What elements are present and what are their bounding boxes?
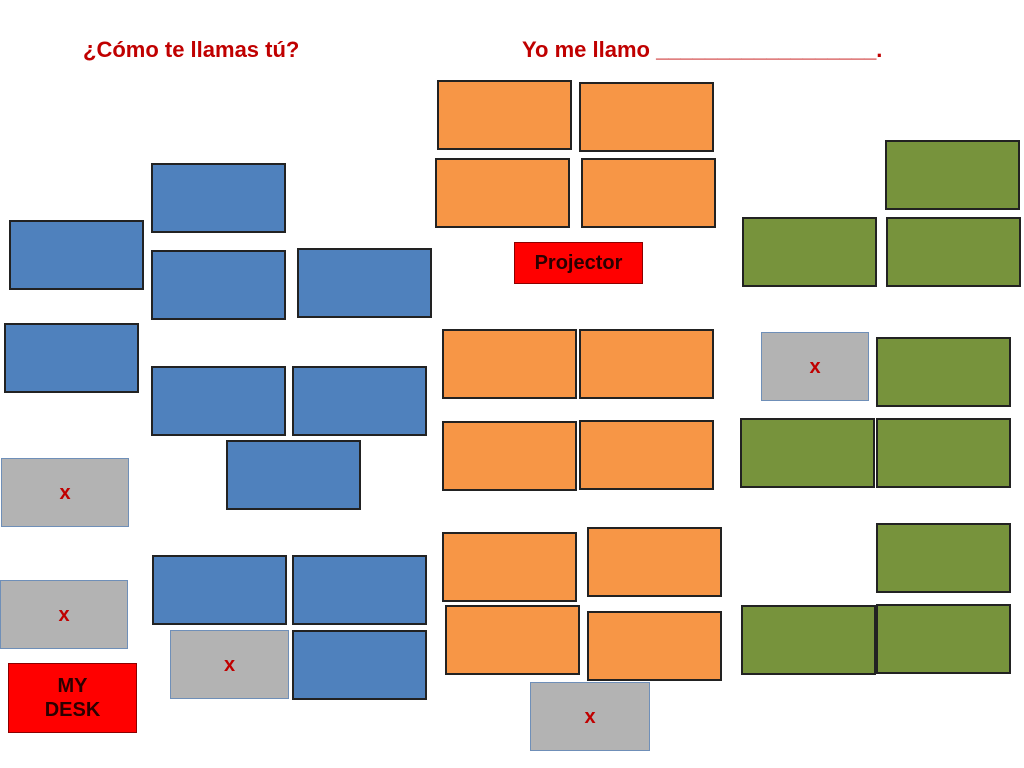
blue-desk (151, 366, 286, 436)
orange-desk (587, 611, 722, 681)
orange-desk (579, 329, 714, 399)
blue-desk (151, 163, 286, 233)
empty-seat-mark: x (584, 705, 596, 728)
empty-seat: x (761, 332, 869, 401)
orange-desk (579, 82, 714, 152)
green-desk (742, 217, 877, 287)
empty-seat: x (1, 458, 129, 527)
blue-desk (292, 630, 427, 700)
green-desk (741, 605, 876, 675)
blue-desk (4, 323, 139, 393)
orange-desk (442, 329, 577, 399)
my-desk-label: MY DESK (8, 663, 137, 733)
blue-desk (292, 366, 427, 436)
empty-seat-mark: x (223, 653, 236, 676)
green-desk (876, 523, 1011, 593)
orange-desk (437, 80, 572, 150)
blue-desk (297, 248, 432, 318)
green-desk (885, 140, 1020, 210)
green-desk (740, 418, 875, 488)
blue-desk (9, 220, 144, 290)
blue-desk (292, 555, 427, 625)
blue-desk (151, 250, 286, 320)
answer-heading: Yo me llamo __________________. (522, 37, 883, 62)
my-desk-label-text: MY DESK (44, 675, 101, 721)
blue-desk (226, 440, 361, 510)
orange-desk (442, 421, 577, 491)
green-desk (876, 418, 1011, 488)
projector-label: Projector (514, 242, 643, 284)
orange-desk (587, 527, 722, 597)
green-desk (876, 604, 1011, 674)
projector-label-text: Projector (534, 252, 623, 274)
green-desk (876, 337, 1011, 407)
empty-seat: x (0, 580, 128, 649)
empty-seat-mark: x (58, 603, 70, 626)
orange-desk (579, 420, 714, 490)
blue-desk (152, 555, 287, 625)
orange-desk (445, 605, 580, 675)
empty-seat: x (530, 682, 650, 751)
empty-seat: x (170, 630, 289, 699)
orange-desk (435, 158, 570, 228)
empty-seat-mark: x (59, 481, 71, 504)
empty-seat-mark: x (809, 355, 821, 378)
question-heading: ¿Cómo te llamas tú? (83, 37, 300, 62)
orange-desk (442, 532, 577, 602)
orange-desk (581, 158, 716, 228)
green-desk (886, 217, 1021, 287)
